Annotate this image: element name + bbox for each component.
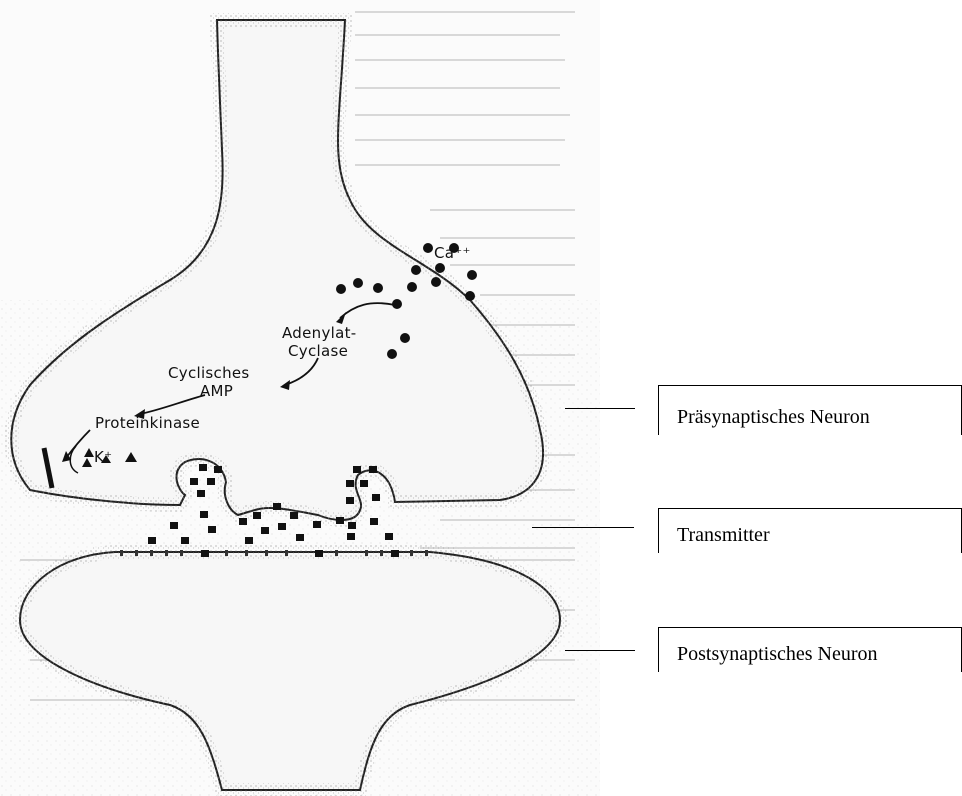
calcium-label: Ca⁺⁺	[434, 244, 471, 262]
callout-transmitter-text: Transmitter	[677, 524, 770, 547]
proteinkinase-label: Proteinkinase	[95, 414, 200, 432]
callout-postsynaptic: Postsynaptisches Neuron	[658, 627, 962, 672]
adenylat-label: Adenylat-	[282, 324, 357, 342]
leader-line-presynaptic	[565, 408, 635, 409]
callout-postsynaptic-text: Postsynaptisches Neuron	[677, 643, 878, 666]
callout-presynaptic-text: Präsynaptisches Neuron	[677, 406, 870, 429]
leader-line-postsynaptic	[565, 650, 635, 651]
callout-presynaptic: Präsynaptisches Neuron	[658, 385, 962, 435]
callout-transmitter: Transmitter	[658, 508, 962, 553]
potassium-label: K⁺	[94, 448, 112, 466]
synapse-illustration: Ca⁺⁺ Adenylat- Cyclase Cyclisches AMP Pr…	[0, 0, 600, 796]
cyclase-label: Cyclase	[288, 342, 348, 360]
amp-label: AMP	[200, 382, 233, 400]
cyclisches-label: Cyclisches	[168, 364, 250, 382]
leader-line-transmitter	[532, 527, 634, 528]
